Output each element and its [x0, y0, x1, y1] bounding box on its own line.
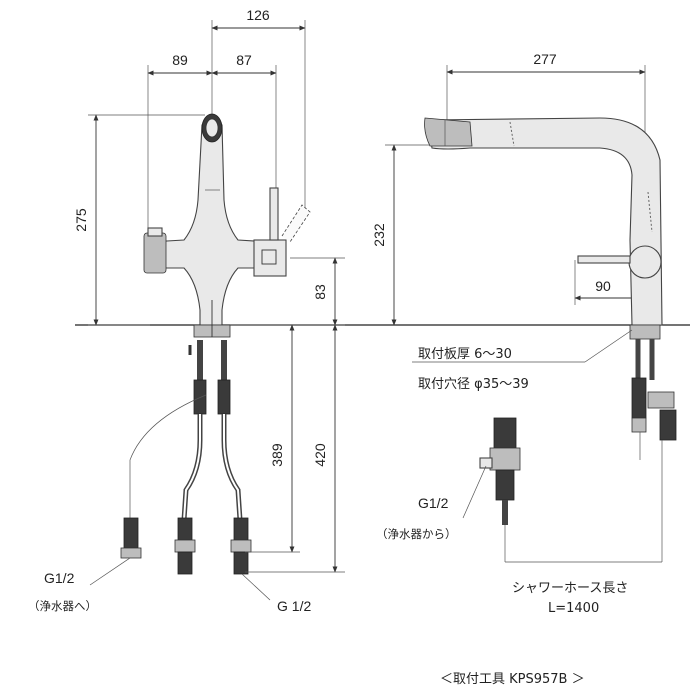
- tool-label: ＜取付工具 KPS957B ＞: [440, 672, 585, 687]
- dim-90: 90: [595, 278, 611, 294]
- thread-label-left: G1/2: [44, 570, 75, 586]
- side-view: 277 232 90 取付板厚 6～30 取付穴径 φ35～39: [371, 51, 677, 616]
- front-view: 126 89 87 275 83: [28, 7, 345, 614]
- dim-277: 277: [533, 51, 557, 67]
- plate-thickness-note: 取付板厚 6～30: [418, 347, 512, 362]
- dim-232: 232: [371, 223, 387, 247]
- thread-label-bottom: G 1/2: [277, 598, 311, 614]
- hose-length-value: L=1400: [548, 601, 599, 616]
- dim-87: 87: [236, 52, 252, 68]
- thread-label-right: G1/2: [418, 495, 449, 511]
- hose-length-label: シャワーホース長さ: [512, 581, 628, 596]
- dim-83: 83: [312, 284, 328, 300]
- dim-420: 420: [312, 443, 328, 467]
- hole-diameter-note: 取付穴径 φ35～39: [418, 377, 529, 392]
- to-purifier-label: （浄水器へ）: [28, 599, 97, 613]
- dim-89: 89: [172, 52, 188, 68]
- dim-389: 389: [269, 443, 285, 467]
- dim-126: 126: [246, 7, 270, 23]
- dim-275: 275: [73, 208, 89, 232]
- from-purifier-label: （浄水器から）: [376, 527, 457, 541]
